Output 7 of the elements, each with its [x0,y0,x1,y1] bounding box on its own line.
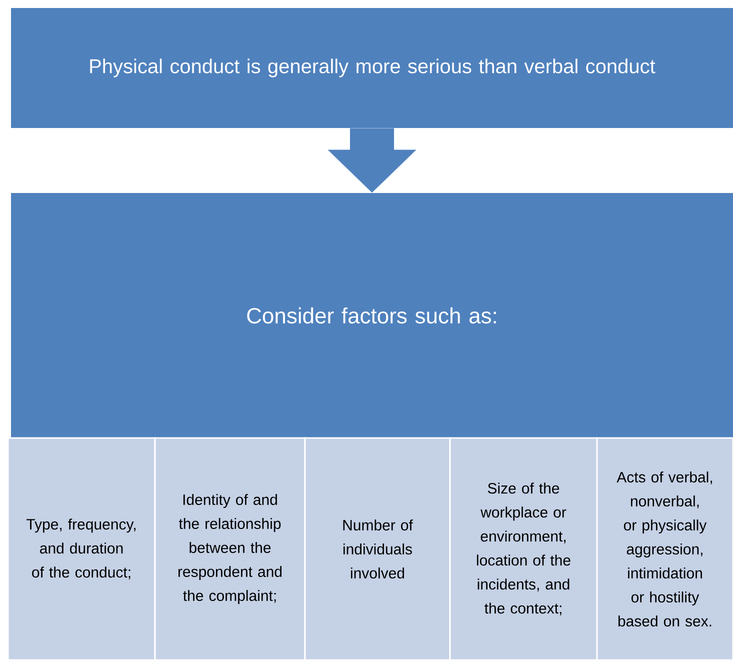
band-box: Physical conduct is generally more serious than verbal conduct [11,8,733,128]
factor-cell: Type, frequency, and duration of the conduct; [7,437,156,661]
factor-cell: Size of the workplace or environment, location of the incidents, and the context; [449,437,598,661]
factor-cell: Acts of verbal, nonverbal, or physically aggression, intimidation or hostility based on sex. [596,437,733,661]
factor-cell: Number of individuals involved [304,437,451,661]
band-box: Consider factors such as: [11,193,733,438]
factor-cell: Identity of and the relationship between the respondent and the complaint; [154,437,306,661]
